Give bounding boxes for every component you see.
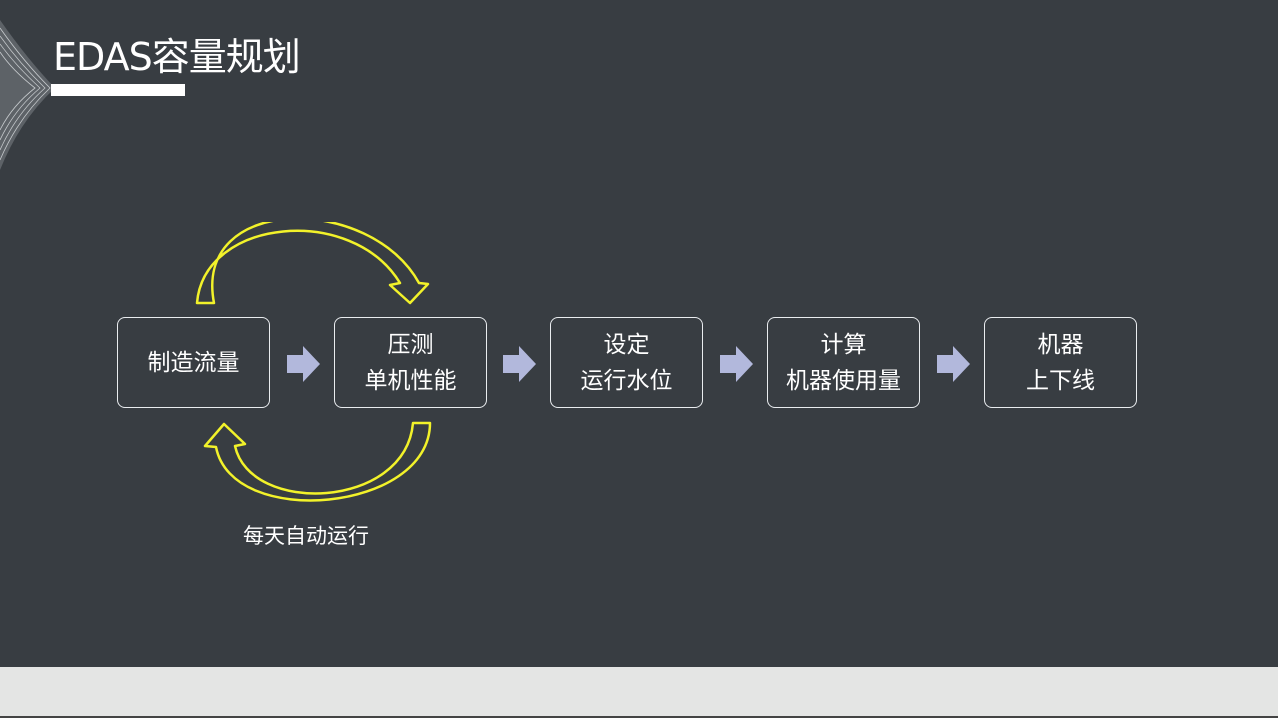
loop-arrow-bottom-icon (203, 421, 432, 502)
step-1-line1: 制造流量 (147, 349, 240, 376)
step-box-3: 设定 运行水位 (550, 317, 703, 408)
slide: EDAS容量规划 每天自动运行 制造流量 压测 单机性能 设定 运行水位 计算 … (0, 0, 1278, 667)
step-2-line2: 单机性能 (364, 367, 457, 394)
title-underline (51, 84, 185, 96)
step-5-line2: 上下线 (1026, 367, 1095, 394)
bottom-strip (0, 667, 1278, 718)
bottom-divider (0, 716, 1278, 718)
loop-caption: 每天自动运行 (243, 524, 369, 548)
step-4-line2: 机器使用量 (786, 367, 901, 394)
step-box-1: 制造流量 (117, 317, 270, 408)
page-title: EDAS容量规划 (53, 35, 301, 79)
step-arrow-icon (287, 346, 320, 382)
corner-decoration (0, 20, 55, 170)
step-arrow-icon (720, 346, 753, 382)
loop-arrow-top-icon (195, 222, 430, 305)
step-arrow-icon (937, 346, 970, 382)
step-box-4: 计算 机器使用量 (767, 317, 920, 408)
step-3-line2: 运行水位 (580, 367, 673, 394)
step-box-5: 机器 上下线 (984, 317, 1137, 408)
step-5-line1: 机器 (1037, 331, 1084, 358)
step-arrow-icon (503, 346, 536, 382)
step-4-line1: 计算 (820, 331, 867, 358)
step-2-line1: 压测 (387, 331, 434, 358)
step-box-2: 压测 单机性能 (334, 317, 487, 408)
step-3-line1: 设定 (603, 331, 650, 358)
